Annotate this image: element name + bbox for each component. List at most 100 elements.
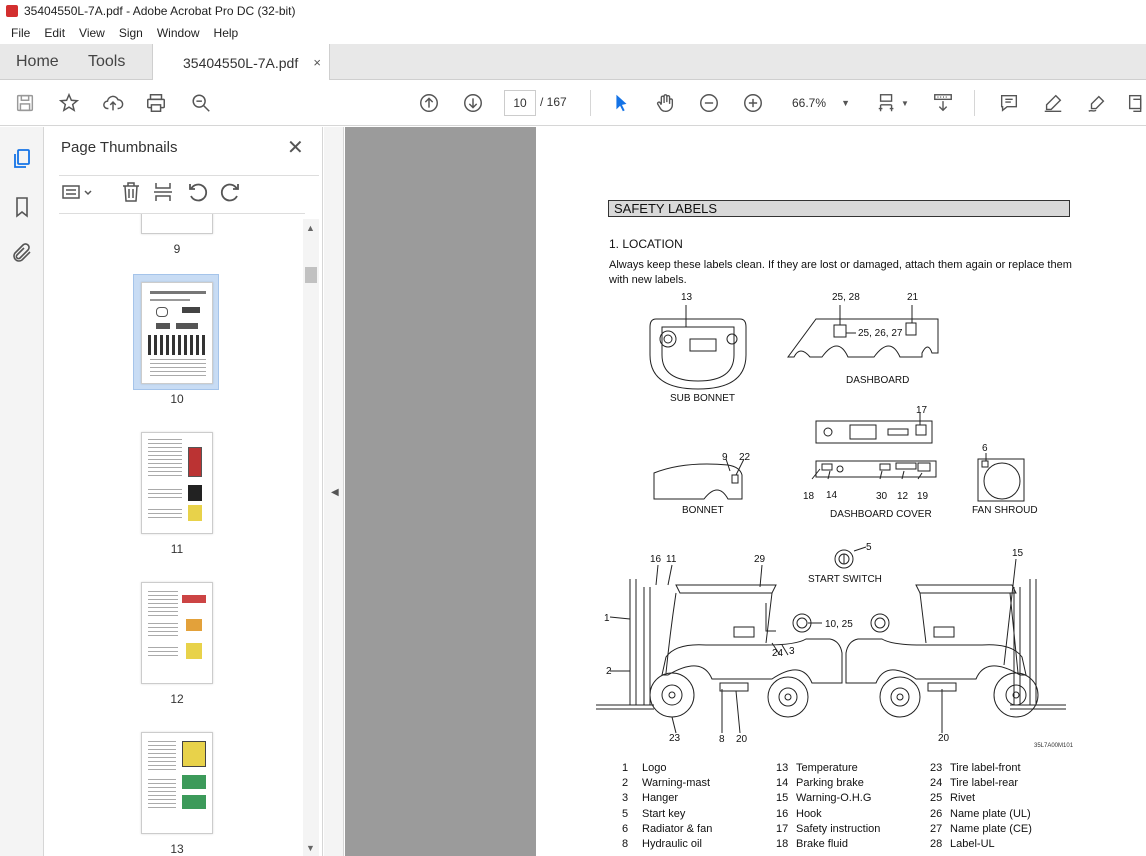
fit-page-dropdown-icon[interactable]: ▼: [901, 98, 909, 108]
more-tools-icon[interactable]: [1124, 90, 1146, 116]
acrobat-app-icon: [6, 5, 18, 17]
zoom-level-value: 66.7%: [792, 96, 827, 110]
next-page-icon[interactable]: [460, 90, 486, 116]
intro-paragraph: Always keep these labels clean. If they …: [609, 259, 1072, 286]
save-icon[interactable]: [12, 90, 38, 116]
scrollbar-thumb[interactable]: [305, 267, 317, 283]
collapse-left-arrow-icon[interactable]: ◀: [331, 487, 339, 498]
thumbnail-label: 13: [170, 842, 184, 856]
close-icon[interactable]: ✕: [287, 137, 304, 159]
print-icon[interactable]: [143, 90, 169, 116]
zoom-search-icon[interactable]: [188, 90, 214, 116]
zoom-out-icon[interactable]: [696, 90, 722, 116]
callout: 1: [604, 613, 610, 624]
zoom-in-icon[interactable]: [740, 90, 766, 116]
menu-file[interactable]: File: [11, 26, 31, 40]
menu-window[interactable]: Window: [156, 26, 200, 40]
page-thumbnails-icon[interactable]: [10, 147, 34, 171]
callout: 15: [1012, 548, 1024, 559]
bookmark-star-icon[interactable]: [56, 90, 82, 116]
tab-close-icon[interactable]: ×: [313, 55, 321, 70]
page-total: / 167: [540, 95, 567, 109]
callout: 20: [938, 733, 950, 744]
sign-pen-icon[interactable]: [1084, 90, 1110, 116]
callout: 13: [681, 292, 693, 303]
thumbnails-toolbar: [59, 175, 319, 207]
hand-tool-icon[interactable]: [652, 90, 678, 116]
tab-document-label: 35404550L-7A.pdf: [183, 54, 299, 71]
menu-sign[interactable]: Sign: [118, 26, 143, 40]
callout: 8: [719, 734, 725, 745]
panel-title: Page Thumbnails: [61, 139, 178, 156]
fit-page-icon[interactable]: [874, 90, 900, 116]
callout: 6: [982, 443, 988, 454]
tab-home[interactable]: Home: [16, 53, 59, 70]
select-cursor-icon[interactable]: [608, 90, 634, 116]
label-bonnet: BONNET: [682, 505, 724, 516]
chevron-down-icon: ▼: [841, 98, 850, 108]
thumbnail-page-11[interactable]: [141, 432, 213, 534]
window-titlebar: 35404550L-7A.pdf - Adobe Acrobat Pro DC …: [0, 0, 1146, 22]
toolbar-divider: [974, 90, 975, 116]
callout: 18: [803, 491, 815, 502]
tab-bar: Home Tools 35404550L-7A.pdf ×: [0, 44, 1146, 81]
callout: 3: [789, 646, 795, 657]
left-navigation-rail: [0, 127, 44, 856]
document-viewport[interactable]: SAFETY LABELS 1. LOCATION Always keep th…: [345, 127, 1146, 856]
scroll-down-arrow-icon[interactable]: ▼: [306, 843, 315, 853]
section-title: SAFETY LABELS: [608, 200, 1070, 217]
upload-cloud-icon[interactable]: [100, 90, 126, 116]
callout: 14: [826, 490, 838, 501]
callout: 2: [606, 666, 612, 677]
zoom-level-dropdown[interactable]: 66.7% ▼: [782, 90, 858, 116]
label-sub-bonnet: SUB BONNET: [670, 393, 736, 404]
callout: 10, 25: [825, 619, 853, 630]
scroll-up-arrow-icon[interactable]: ▲: [306, 223, 315, 233]
delete-trash-icon[interactable]: [119, 180, 143, 204]
menu-view[interactable]: View: [79, 26, 105, 40]
highlight-pen-icon[interactable]: [1040, 90, 1066, 116]
thumbnail-label: 10: [170, 392, 184, 406]
callout: 21: [907, 292, 919, 303]
tab-document[interactable]: 35404550L-7A.pdf ×: [152, 44, 330, 81]
options-menu-icon[interactable]: [61, 180, 95, 204]
callout: 25, 28: [832, 292, 860, 303]
thumbnail-label: 9: [173, 242, 181, 256]
thumbnail-page-9[interactable]: [141, 214, 213, 234]
callout: 9: [722, 452, 728, 463]
callout: 30: [876, 491, 888, 502]
comment-icon[interactable]: [996, 90, 1022, 116]
main-toolbar: 10 / 167 66.7% ▼ ▼: [0, 80, 1146, 126]
thumbnail-page-10[interactable]: [141, 282, 213, 384]
callout: 16: [650, 554, 662, 565]
window-title: 35404550L-7A.pdf - Adobe Acrobat Pro DC …: [24, 4, 296, 18]
rotate-clockwise-icon[interactable]: [219, 180, 243, 204]
toolbar-divider: [590, 90, 591, 116]
extract-pages-icon[interactable]: [151, 180, 175, 204]
callout: 20: [736, 734, 748, 745]
label-start-switch: START SWITCH: [808, 574, 882, 585]
thumbnails-scrollbar[interactable]: ▲ ▼: [303, 219, 319, 856]
rotate-counterclockwise-icon[interactable]: [185, 180, 209, 204]
thumbnail-page-13[interactable]: [141, 732, 213, 834]
menu-help[interactable]: Help: [213, 26, 239, 40]
scroll-mode-icon[interactable]: [930, 90, 956, 116]
label-dashboard: DASHBOARD: [846, 375, 910, 386]
page-number-input[interactable]: 10: [504, 90, 536, 116]
menu-edit[interactable]: Edit: [44, 26, 66, 40]
attachments-paperclip-icon[interactable]: [10, 241, 34, 265]
label-fan-shroud: FAN SHROUD: [972, 505, 1038, 516]
callout: 29: [754, 554, 766, 565]
figure-code: 35L7A00M101: [1034, 743, 1074, 749]
panel-collapse-strip[interactable]: ◀: [324, 127, 344, 856]
tab-tools[interactable]: Tools: [88, 53, 126, 70]
thumbnail-page-12[interactable]: [141, 582, 213, 684]
bookmarks-icon[interactable]: [10, 195, 34, 219]
safety-label-location-drawing: [596, 305, 1066, 734]
previous-page-icon[interactable]: [416, 90, 442, 116]
callout: 12: [897, 491, 909, 502]
callout: 19: [917, 491, 929, 502]
